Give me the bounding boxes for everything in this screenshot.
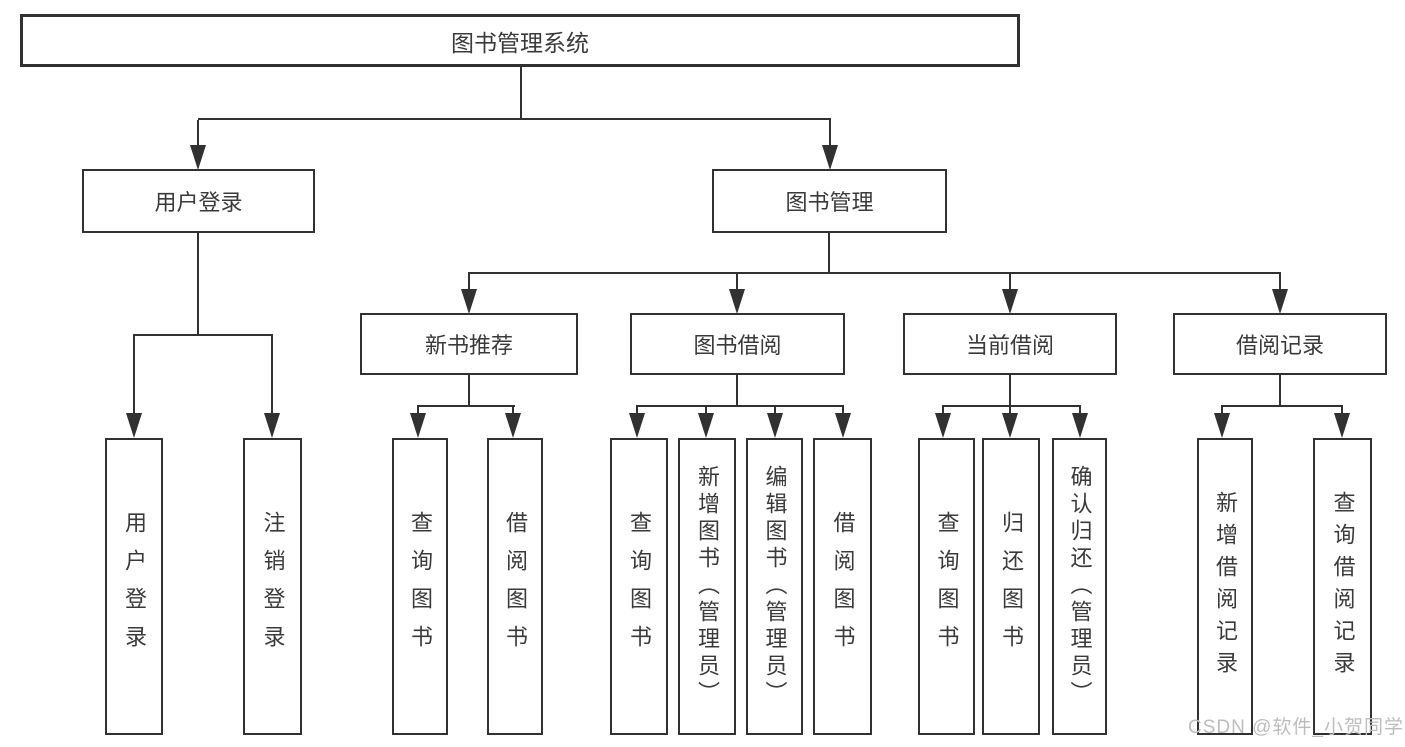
node-book-borrowing: 图书借阅 <box>630 313 845 375</box>
arrowhead-user-login <box>190 145 206 170</box>
connector-bb-add-stem <box>705 407 707 415</box>
leaf-recommend-query-books: 查询图书 <box>392 438 448 735</box>
arrowhead-new-book <box>461 289 477 314</box>
arrowhead-bb-query <box>629 413 645 438</box>
connector-br-query-stem <box>1341 407 1343 415</box>
connector-book-mgmt-down <box>828 233 830 274</box>
leaf-records-add-borrow-record: 新增借阅记录 <box>1197 438 1253 735</box>
connector-book-borrow-stem <box>736 274 738 291</box>
node-borrowing-records: 借阅记录 <box>1173 313 1387 375</box>
arrowhead-bb-borrow <box>835 413 851 438</box>
connector-book-borrow-down <box>736 375 738 407</box>
connector-bb-edit-stem <box>774 407 776 415</box>
arrowhead-nb-query <box>410 413 426 438</box>
leaf-logout-login: 注销登录 <box>243 438 302 735</box>
arrowhead-bb-edit <box>767 413 783 438</box>
arrowhead-br-query <box>1334 413 1350 438</box>
leaf-recommend-borrow-books: 借阅图书 <box>487 438 543 735</box>
leaf-borrowing-borrow-books: 借阅图书 <box>813 438 872 735</box>
connector-current-borrow-down <box>1009 375 1011 407</box>
leaf-records-query-borrow-record: 查询借阅记录 <box>1313 438 1372 735</box>
connector-cb-query-stem <box>942 407 944 415</box>
leaf-current-confirm-return-admin: 确认归还（管理员） <box>1052 438 1107 735</box>
node-book-management: 图书管理 <box>712 169 947 233</box>
connector-nb-query-stem <box>417 407 419 415</box>
leaf-user-login: 用户登录 <box>105 438 163 735</box>
connector-root-stem <box>520 67 522 118</box>
arrowhead-nb-borrow <box>505 413 521 438</box>
connector-user-login-branch <box>133 334 273 336</box>
connector-leaf-logout-stem <box>271 336 273 414</box>
connector-user-login-down <box>197 233 199 336</box>
connector-borrow-records-down <box>1279 375 1281 407</box>
arrowhead-br-add <box>1214 413 1230 438</box>
connector-borrow-records-branch <box>1221 405 1343 407</box>
connector-book-mgmt-branch <box>468 272 1281 274</box>
arrowhead-current-borrow <box>1002 289 1018 314</box>
connector-new-book-branch <box>417 405 515 407</box>
leaf-borrowing-edit-books-admin: 编辑图书（管理员） <box>746 438 803 735</box>
arrowhead-book-mgmt <box>822 145 838 170</box>
arrowhead-cb-query <box>935 413 951 438</box>
arrowhead-cb-confirm <box>1072 413 1088 438</box>
connector-user-login-stem <box>197 120 199 146</box>
node-new-book-recommend: 新书推荐 <box>360 313 578 375</box>
connector-bb-query-stem <box>636 407 638 415</box>
node-user-login: 用户登录 <box>82 169 315 233</box>
connector-br-add-stem <box>1221 407 1223 415</box>
leaf-current-query-books: 查询图书 <box>918 438 975 735</box>
connector-nb-borrow-stem <box>512 407 514 415</box>
connector-current-borrow-stem <box>1009 274 1011 291</box>
leaf-borrowing-add-books-admin: 新增图书（管理员） <box>678 438 736 735</box>
arrowhead-book-borrow <box>729 289 745 314</box>
connector-new-book-stem <box>468 274 470 291</box>
arrowhead-borrow-records <box>1272 289 1288 314</box>
arrowhead-leaf-logout <box>264 413 280 438</box>
connector-book-borrow-branch <box>636 405 844 407</box>
connector-root-branch <box>198 118 831 120</box>
leaf-current-return-books: 归还图书 <box>982 438 1040 735</box>
node-library-management-system: 图书管理系统 <box>20 14 1020 67</box>
node-current-borrowing: 当前借阅 <box>903 313 1117 375</box>
leaf-borrowing-query-books: 查询图书 <box>610 438 668 735</box>
arrowhead-bb-add <box>698 413 714 438</box>
connector-borrow-records-stem <box>1279 274 1281 291</box>
connector-cb-return-stem <box>1009 407 1011 415</box>
connector-bb-borrow-stem <box>842 407 844 415</box>
connector-cb-confirm-stem <box>1079 407 1081 415</box>
connector-leaf-login-stem <box>133 336 135 414</box>
arrowhead-leaf-login <box>126 413 142 438</box>
connector-current-borrow-branch <box>942 405 1081 407</box>
arrowhead-cb-return <box>1002 413 1018 438</box>
connector-new-book-down <box>468 375 470 407</box>
csdn-watermark: CSDN @软件_小贺同学 <box>1188 717 1404 738</box>
connector-book-mgmt-stem <box>829 120 831 146</box>
